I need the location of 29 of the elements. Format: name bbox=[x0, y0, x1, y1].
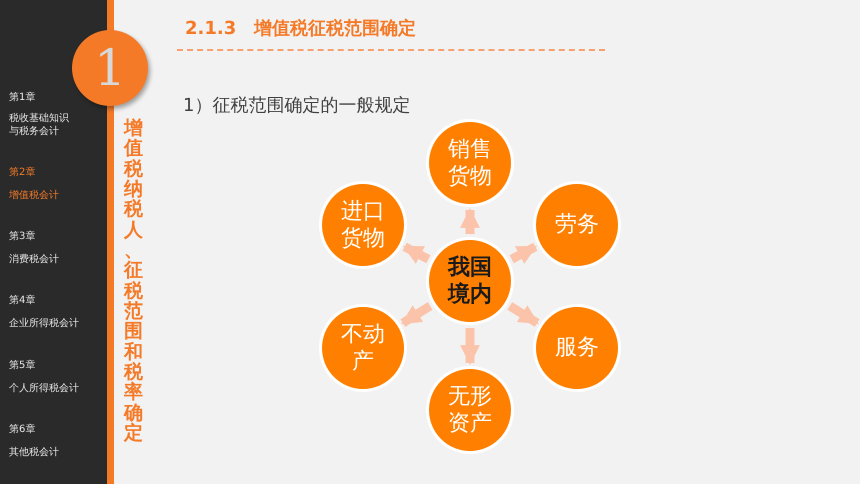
circle-label: 无形资产 bbox=[447, 382, 493, 438]
circle-label: 不动产 bbox=[340, 320, 386, 376]
chapter-title: 企业所得税会计 bbox=[9, 317, 79, 330]
chapter-title: 税收基础知识与税务会计 bbox=[9, 112, 70, 138]
block-arrow bbox=[402, 242, 430, 264]
chapter-title: 消费税会计 bbox=[9, 253, 59, 266]
chapter-number: 第4章 bbox=[9, 294, 36, 307]
circle-label: 销售货物 bbox=[447, 136, 493, 190]
block-arrow bbox=[510, 242, 538, 264]
chapter-title: 其他税会计 bbox=[9, 446, 59, 459]
chapter-title: 增值税会计 bbox=[9, 189, 59, 202]
circle-label: 服务 bbox=[554, 334, 600, 362]
subheading: 1）征税范围确定的一般规定 bbox=[183, 94, 410, 118]
circle-label: 我国境内 bbox=[446, 254, 493, 308]
block-arrow bbox=[460, 208, 480, 234]
chapter-number: 第2章 bbox=[9, 166, 36, 179]
chapter-number: 第6章 bbox=[9, 423, 36, 436]
chapter-number: 第5章 bbox=[9, 359, 36, 372]
circle-label: 进口货物 bbox=[340, 198, 386, 252]
chapter-number: 第1章 bbox=[9, 91, 36, 104]
vertical-heading: 增值税纳税人、征税范围和税率确定 bbox=[124, 118, 143, 444]
circle-label: 劳务 bbox=[554, 211, 600, 239]
section-title: 2.1.3 增值税征税范围确定 bbox=[185, 17, 416, 41]
chapter-number: 1 bbox=[94, 43, 126, 93]
chapter-number: 第3章 bbox=[9, 230, 36, 243]
block-arrow bbox=[400, 302, 433, 327]
block-arrow bbox=[460, 328, 480, 365]
block-arrow bbox=[507, 302, 540, 327]
chapter-title: 个人所得税会计 bbox=[9, 382, 79, 395]
